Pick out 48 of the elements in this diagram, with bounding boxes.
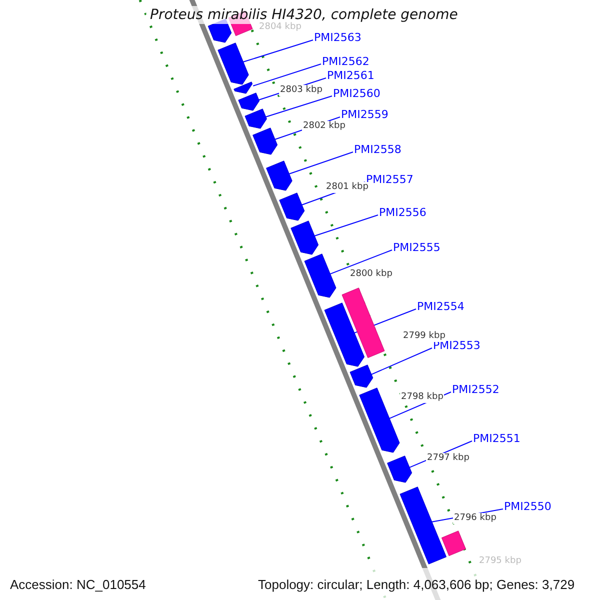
scale-label: 2795 kbp [478, 556, 522, 567]
leader-line [370, 348, 432, 375]
leader-line [288, 152, 354, 174]
scale-label: 2797 kbp [426, 453, 470, 464]
gene-label: PMI2552 [452, 383, 500, 396]
gene-label: PMI2556 [379, 206, 426, 219]
gene-feature [279, 192, 305, 221]
gene-feature [400, 486, 447, 564]
gene-label: PMI2555 [393, 241, 440, 254]
scale-label: 2800 kbp [349, 269, 394, 280]
gene-label: PMI2562 [322, 55, 370, 68]
gene-feature [252, 128, 278, 155]
leader-line [265, 96, 332, 118]
gene-feature [290, 220, 319, 255]
scale-label: 2801 kbp [325, 182, 370, 193]
gene-feature [350, 364, 374, 388]
gene-feature [218, 42, 249, 85]
scale-label: 2803 kbp [279, 85, 324, 96]
leader-line [330, 250, 392, 274]
gene-label: PMI2563 [314, 31, 362, 44]
gene-label: PMI2554 [417, 300, 464, 313]
gene-label: PMI2551 [473, 432, 520, 445]
gene-feature [359, 388, 400, 453]
scale-label: 2798 kbp [400, 392, 444, 403]
scale-label: 2799 kbp [402, 331, 446, 342]
gene-feature [234, 82, 253, 94]
gene-bar [342, 288, 385, 358]
gene-feature [324, 302, 365, 367]
scale-label: 2796 kbp [453, 513, 498, 524]
gene-label: PMI2561 [327, 69, 374, 82]
gene-feature [266, 160, 292, 191]
scale-label: 2802 kbp [302, 121, 346, 132]
leader-line [314, 214, 378, 236]
gene-label: PMI2550 [504, 500, 552, 513]
gene-feature [244, 108, 267, 129]
scale-label: 2804 kbp [258, 22, 302, 33]
footer-text: Accession: NC_010554 [10, 577, 146, 592]
gene-label: PMI2553 [433, 339, 480, 352]
gene-bar [441, 530, 466, 556]
footer-text: Topology: circular; Length: 4,063,606 bp; Genes: 3,729 [258, 577, 575, 592]
leader-line [252, 64, 322, 86]
gene-label: PMI2558 [354, 143, 402, 156]
gene-feature [304, 254, 336, 298]
leader-line [242, 40, 314, 62]
gene-feature [238, 92, 260, 111]
gene-label: PMI2560 [333, 87, 380, 100]
gene-label: PMI2559 [341, 108, 388, 121]
gene-feature [387, 456, 412, 483]
